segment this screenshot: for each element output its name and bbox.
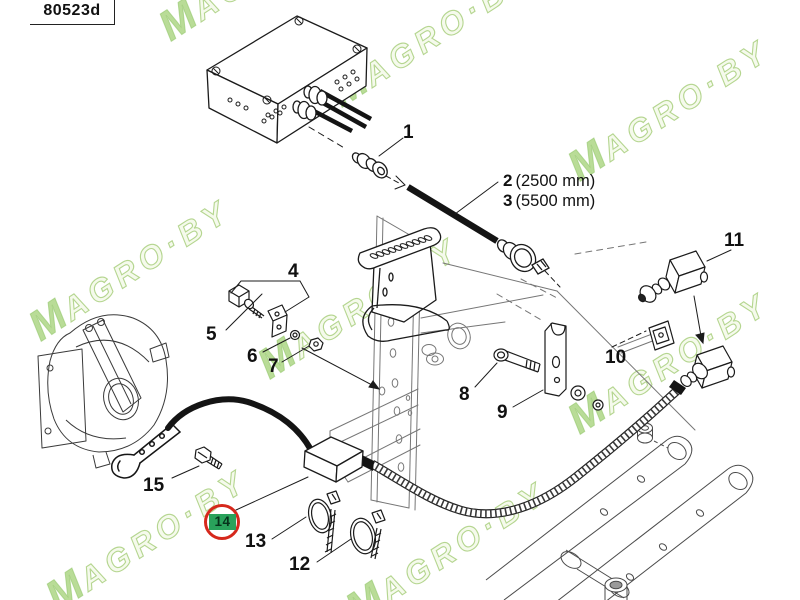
cable-2-length: (2500 mm) xyxy=(515,172,596,190)
highlighted-callout-14[interactable]: 14 xyxy=(209,514,236,530)
callout-7: 7 xyxy=(268,356,279,377)
cable-variant-3: 3(5500 mm) xyxy=(503,191,595,211)
connector-1 xyxy=(351,152,388,179)
box-cable xyxy=(318,89,373,121)
callout-10: 10 xyxy=(605,347,627,368)
plate-10 xyxy=(648,320,675,351)
control-box xyxy=(206,15,373,144)
corrugated-cable xyxy=(369,380,686,519)
callout-4: 4 xyxy=(288,261,299,282)
callout-5: 5 xyxy=(206,324,217,345)
bushing xyxy=(637,422,653,444)
callout-13: 13 xyxy=(245,531,267,552)
screw-5 xyxy=(243,298,265,319)
bolt-8 xyxy=(493,348,541,373)
connector-11 xyxy=(637,250,709,303)
highlight-circle xyxy=(204,504,240,540)
cable-variant-2: 2(2500 mm) xyxy=(503,171,595,191)
washer-9 xyxy=(570,385,604,411)
cable-bracket xyxy=(111,423,181,479)
callout-8: 8 xyxy=(459,384,470,405)
angle-bracket-4 xyxy=(267,304,288,338)
gearbox-housing xyxy=(37,314,170,469)
callout-6: 6 xyxy=(247,346,258,367)
cable-end-connector xyxy=(680,345,736,389)
junction-box xyxy=(303,436,374,483)
drawing-code: 80523d xyxy=(30,0,115,25)
mounting-hardware-4-7 xyxy=(228,284,324,352)
nut-7 xyxy=(308,337,324,352)
callout-9: 9 xyxy=(497,402,508,423)
pivot-boss xyxy=(604,577,628,600)
clamp-13 xyxy=(307,490,341,554)
cable-ferrule xyxy=(496,239,550,275)
callout-2: 2 xyxy=(503,171,513,190)
strap-9 xyxy=(544,322,567,397)
bolt-15 xyxy=(194,446,223,470)
clamp-12 xyxy=(349,509,386,560)
drive-cable xyxy=(165,396,314,453)
callout-3: 3 xyxy=(503,191,513,210)
pedal-lever xyxy=(357,227,450,342)
cable-3-length: (5500 mm) xyxy=(515,192,596,210)
leader-lines xyxy=(171,126,732,563)
link-arms xyxy=(485,422,754,600)
callout-12: 12 xyxy=(289,554,311,575)
cable-length-labels: 2(2500 mm) 3(5500 mm) xyxy=(503,171,595,211)
callout-11: 11 xyxy=(724,230,745,251)
callout-1: 1 xyxy=(403,122,414,143)
cable-glands xyxy=(292,85,328,121)
callout-15: 15 xyxy=(143,475,165,496)
washer-6 xyxy=(289,329,301,341)
cable-2-3 xyxy=(406,184,499,244)
